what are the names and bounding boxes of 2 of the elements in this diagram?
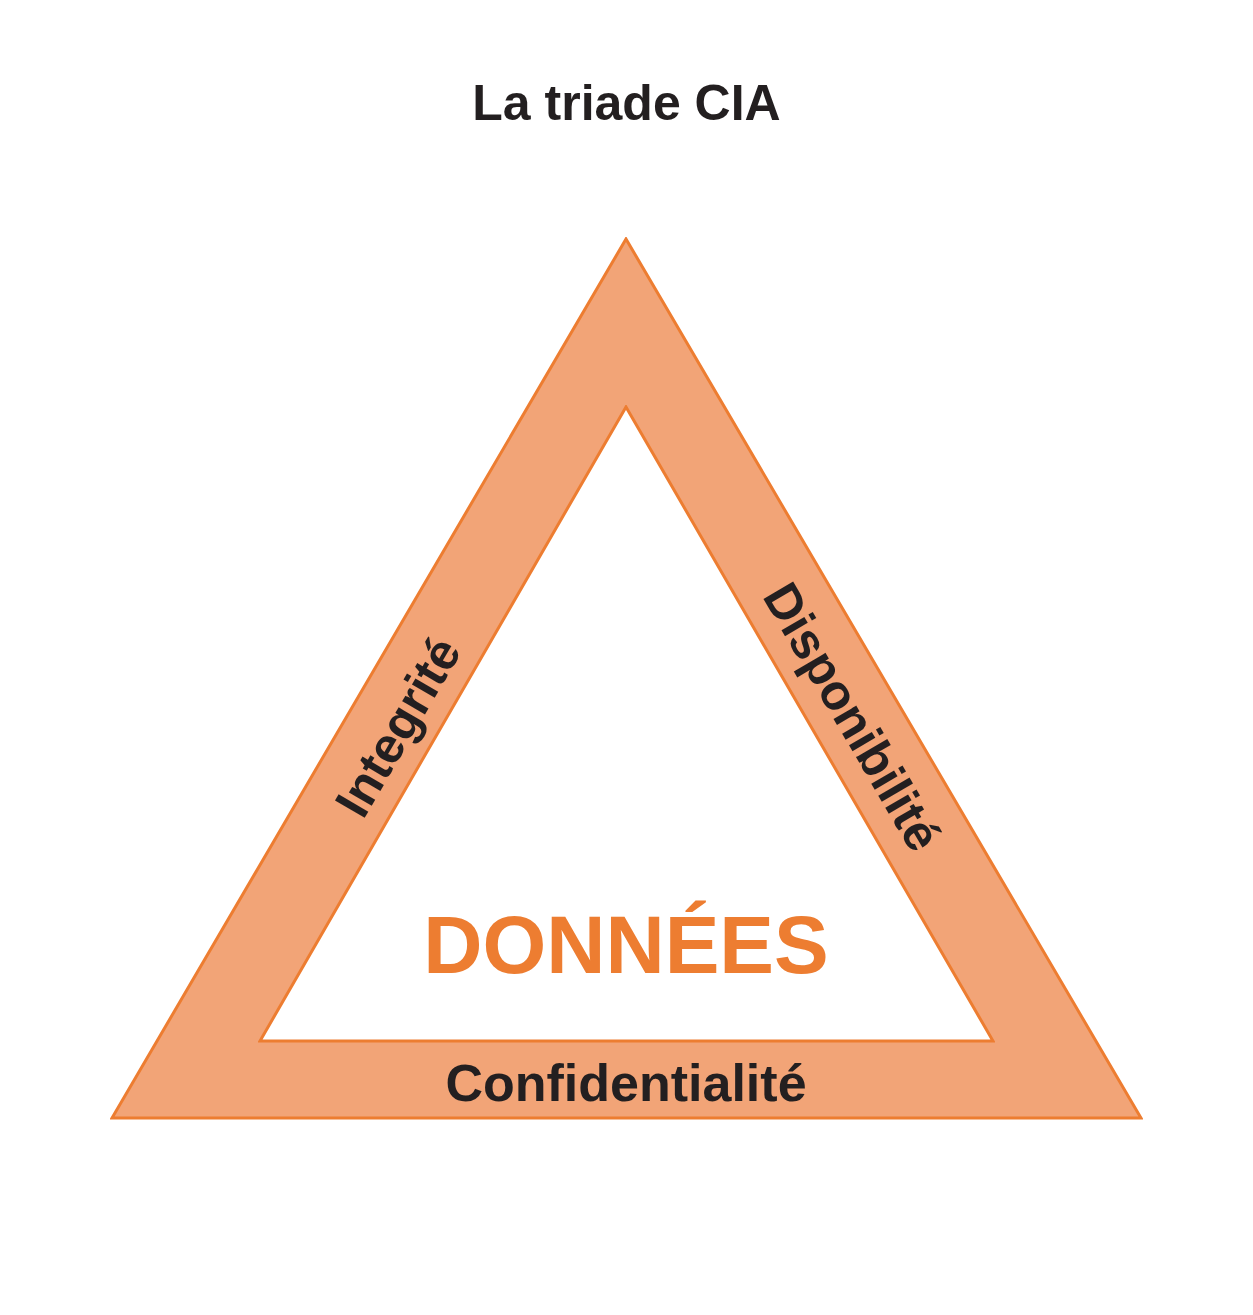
title: La triade CIA [472, 74, 781, 133]
side-label: Confidentialité [445, 1057, 807, 1109]
